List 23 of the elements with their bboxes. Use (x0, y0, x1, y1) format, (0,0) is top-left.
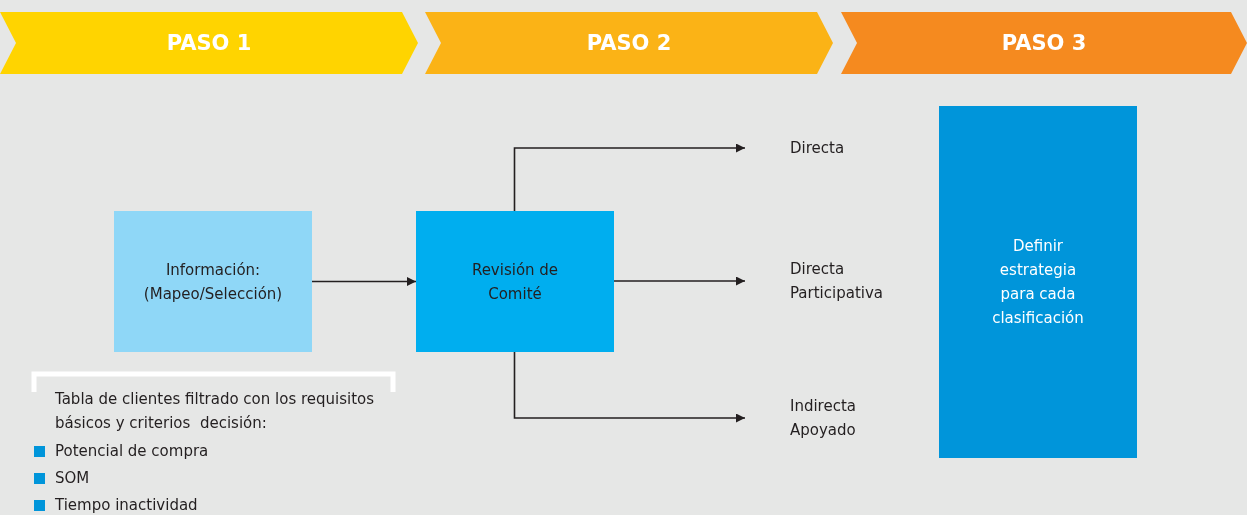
step-title: PASO 1 (166, 31, 252, 55)
step-title: PASO 2 (586, 31, 672, 55)
box-text: Definir estrategia para cada clasificación (991, 236, 1085, 329)
step-title: PASO 3 (1001, 31, 1087, 55)
bullet-text: SOM (55, 468, 90, 489)
outcome-label: Directa Participativa (790, 259, 885, 304)
box-text: Información: (Mapeo/Selección) (143, 259, 283, 305)
bullet-text: Tiempo inactividad (55, 495, 198, 515)
bullet-text: Potencial de compra (55, 441, 209, 462)
process-box (416, 211, 614, 352)
outcome-label: Directa (790, 138, 845, 159)
arrow (311, 277, 417, 286)
outcome-label: Indirecta Apoyado (790, 396, 857, 441)
box-text: Revisión de Comité (470, 259, 560, 305)
step-header-band (0, 12, 418, 74)
arrow (513, 143, 746, 212)
step-header-band (425, 12, 833, 74)
process-box (114, 211, 312, 352)
arrow (613, 276, 746, 286)
arrow (513, 351, 746, 423)
process-box (939, 106, 1137, 458)
note-text: Tabla de clientes filtrado con los requisitos básicos y criterios decisión: (55, 389, 376, 434)
step-header-band (841, 12, 1247, 74)
